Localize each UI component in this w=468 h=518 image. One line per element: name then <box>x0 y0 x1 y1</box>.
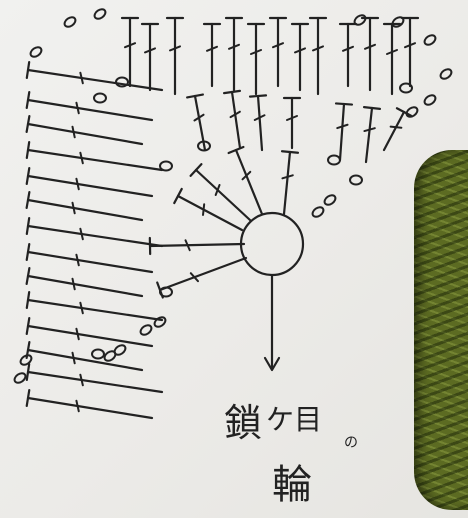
chain-stitch-icon <box>423 33 437 46</box>
double-crochet-stitch-icon <box>224 91 240 148</box>
chain-stitch-icon <box>93 7 107 20</box>
label-particle: の <box>344 432 358 452</box>
double-crochet-stitch-icon <box>27 116 142 144</box>
double-crochet-stitch-icon <box>27 142 162 170</box>
chain-stitch-icon <box>423 93 437 106</box>
magic-ring-circle <box>241 213 303 275</box>
label-chain: 鎖 <box>224 392 262 447</box>
double-crochet-stitch-icon <box>282 151 298 214</box>
double-crochet-stitch-icon <box>340 24 356 86</box>
double-crochet-stitch-icon <box>384 108 411 150</box>
double-crochet-stitch-icon <box>364 107 380 162</box>
double-crochet-stitch-icon <box>150 238 244 254</box>
chain-stitch-icon <box>13 371 27 384</box>
double-crochet-stitch-icon <box>27 364 162 392</box>
double-crochet-stitch-icon <box>248 24 264 94</box>
arrow-down-icon <box>265 276 279 370</box>
double-crochet-stitch-icon <box>336 103 352 160</box>
chain-stitch-icon <box>153 315 167 328</box>
chain-stitch-icon <box>311 205 325 218</box>
chain-stitch-icon <box>323 193 337 206</box>
double-crochet-stitch-icon <box>310 18 326 94</box>
double-crochet-stitch-icon <box>27 62 162 90</box>
double-crochet-stitch-icon <box>157 258 246 297</box>
double-crochet-stitch-icon <box>27 218 162 246</box>
chain-stitch-icon <box>405 105 419 118</box>
chain-stitch-icon <box>103 349 117 362</box>
chain-stitch-icon <box>29 45 43 58</box>
double-crochet-stitch-icon <box>204 24 220 86</box>
chain-stitch-icon <box>94 94 106 103</box>
double-crochet-stitch-icon <box>226 18 242 90</box>
double-crochet-stitch-icon <box>27 168 152 196</box>
double-crochet-stitch-icon <box>284 98 300 148</box>
chain-stitch-icon <box>63 15 77 28</box>
double-crochet-stitch-icon <box>27 92 152 120</box>
double-crochet-stitch-icon <box>402 18 418 86</box>
double-crochet-stitch-icon <box>142 24 158 90</box>
label-stitch-count: ケ目 <box>266 398 322 438</box>
double-crochet-stitch-icon <box>122 18 138 86</box>
double-crochet-stitch-icon <box>27 192 142 220</box>
double-crochet-stitch-icon <box>362 18 378 90</box>
double-crochet-stitch-icon <box>27 268 142 296</box>
double-crochet-stitch-icon <box>27 318 152 346</box>
double-crochet-stitch-icon <box>27 390 152 418</box>
double-crochet-stitch-icon <box>191 164 250 220</box>
chain-stitch-icon <box>139 323 153 336</box>
double-crochet-stitch-icon <box>27 244 152 272</box>
double-crochet-stitch-icon <box>270 18 286 86</box>
chain-stitch-icon <box>350 176 362 185</box>
double-crochet-stitch-icon <box>174 189 242 230</box>
double-crochet-stitch-icon <box>292 24 308 90</box>
double-crochet-stitch-icon-group <box>27 18 418 418</box>
double-crochet-stitch-icon <box>250 95 266 150</box>
chain-stitch-icon <box>328 156 340 165</box>
chain-stitch-icon <box>439 67 453 80</box>
label-ring: 輪 <box>272 452 312 510</box>
chain-stitch-icon <box>92 350 104 359</box>
double-crochet-stitch-icon <box>384 24 400 94</box>
double-crochet-stitch-icon <box>167 18 183 94</box>
